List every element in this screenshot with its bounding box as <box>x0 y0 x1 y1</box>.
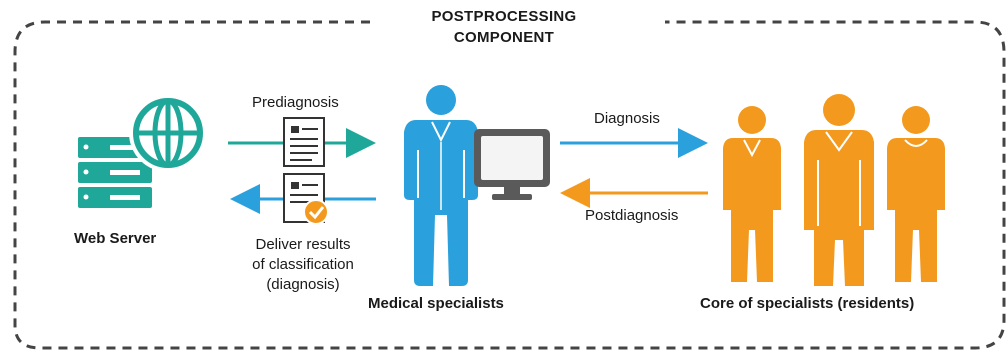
diagnosis-label: Diagnosis <box>594 110 660 127</box>
deliver-results-label-line2: of classification <box>252 256 354 273</box>
postdiagnosis-label: Postdiagnosis <box>585 207 679 224</box>
component-title-line1: POSTPROCESSING <box>431 8 577 25</box>
specialist-group-icon <box>723 94 945 286</box>
server-globe-icon <box>78 94 207 208</box>
component-title-line2: COMPONENT <box>453 29 555 46</box>
approved-document-icon <box>283 173 329 225</box>
medical-specialist-icon <box>404 85 478 286</box>
prediagnosis-label: Prediagnosis <box>252 94 339 111</box>
web-server-label: Web Server <box>74 230 157 247</box>
monitor-icon <box>474 129 550 200</box>
component-boundary <box>13 20 1006 350</box>
medical-specialists-label: Medical specialists <box>368 295 504 312</box>
core-specialists-label: Core of specialists (residents) <box>700 295 915 312</box>
deliver-results-label-line3: (diagnosis) <box>266 276 340 293</box>
deliver-results-label-line1: Deliver results <box>255 236 351 253</box>
document-icon <box>283 117 325 167</box>
